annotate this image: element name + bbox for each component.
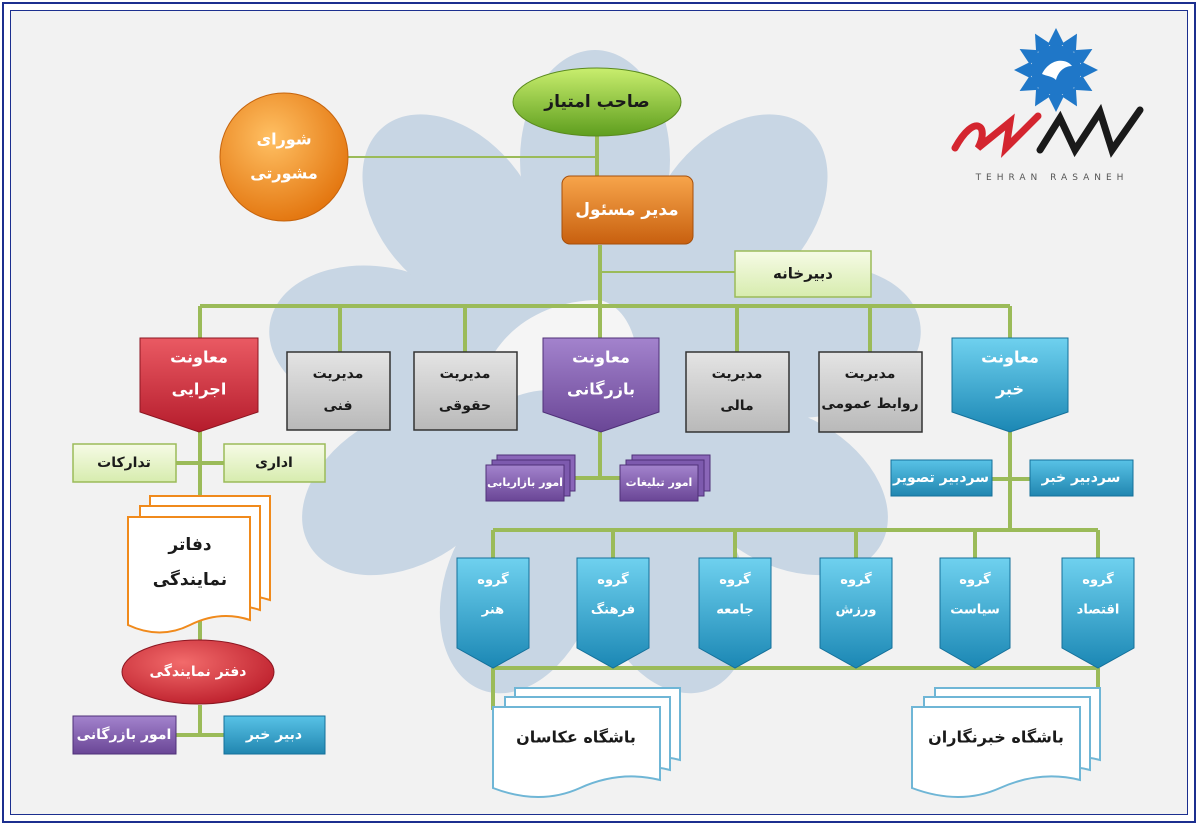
legal-line2: حقوقی bbox=[439, 398, 491, 414]
group-culture-word: گروه bbox=[597, 572, 629, 588]
marketing-label: امور بازاریابی bbox=[487, 476, 563, 489]
group-art-word: گروه bbox=[477, 572, 509, 588]
admin-label: اداری bbox=[255, 455, 293, 471]
node-secretariat: دبیرخانه bbox=[734, 250, 872, 298]
node-news-editor-small: دبیر خبر bbox=[223, 715, 326, 755]
exec-line1: معاونت bbox=[170, 348, 228, 367]
group-sport-word: گروه bbox=[840, 572, 872, 588]
comm-line2: بازرگانی bbox=[567, 380, 635, 399]
tech-line2: فنی bbox=[323, 398, 352, 414]
group-society-name: جامعه bbox=[716, 603, 754, 618]
commerce-affairs-label: امور بازرگانی bbox=[77, 726, 172, 743]
photo-chief-label: سردبیر تصویر bbox=[892, 470, 989, 486]
node-owner: صاحب امتیاز bbox=[512, 67, 682, 137]
rep-office-label: دفتر نمایندگی bbox=[150, 663, 247, 680]
advertising-label: امور تبلیغات bbox=[626, 476, 693, 489]
node-news-chief: سردبیر خبر bbox=[1029, 459, 1134, 497]
news-line2: خبر bbox=[995, 380, 1024, 399]
node-advertising: امور تبلیغات bbox=[619, 454, 711, 502]
secretariat-label: دبیرخانه bbox=[773, 265, 833, 283]
node-advisory-council: شورای مشورتی bbox=[219, 92, 349, 222]
node-commerce-deputy: معاونت بازرگانی bbox=[542, 337, 660, 433]
group-sport: گروه ورزش bbox=[819, 557, 893, 669]
pr-line2: روابط عمومی bbox=[821, 396, 918, 412]
node-reporters-club: باشگاه خبرنگاران bbox=[911, 687, 1101, 798]
group-art: گروه هنر bbox=[456, 557, 530, 669]
node-director: مدیر مسئول bbox=[561, 175, 694, 245]
pr-line1: مدیریت bbox=[845, 366, 896, 382]
node-exec-deputy: معاونت اجرایی bbox=[139, 337, 259, 433]
group-politics-name: سیاست bbox=[950, 603, 1000, 618]
node-financial-management: مدیریت مالی bbox=[685, 351, 790, 433]
procurement-label: تدارکات bbox=[97, 455, 151, 471]
director-label: مدیر مسئول bbox=[575, 200, 678, 220]
advisory-line1: شورای bbox=[256, 130, 311, 149]
advisory-line2: مشورتی bbox=[250, 164, 318, 183]
logo-subtitle: TEHRAN RASANEH bbox=[975, 173, 1129, 183]
news-chief-label: سردبیر خبر bbox=[1041, 470, 1121, 486]
exec-line2: اجرایی bbox=[172, 380, 227, 399]
legal-line1: مدیریت bbox=[440, 366, 491, 382]
fin-line2: مالی bbox=[720, 398, 753, 414]
owner-label: صاحب امتیاز bbox=[543, 92, 649, 112]
group-culture-name: فرهنگ bbox=[591, 602, 635, 618]
reporters-club-label: باشگاه خبرنگاران bbox=[928, 728, 1064, 747]
node-legal-management: مدیریت حقوقی bbox=[413, 351, 518, 431]
group-economy-name: اقتصاد bbox=[1077, 603, 1120, 618]
node-marketing: امور بازاریابی bbox=[485, 454, 576, 502]
logo-bird-icon bbox=[1014, 28, 1098, 112]
group-politics-word: گروه bbox=[959, 572, 991, 588]
offices-line1: دفاتر bbox=[167, 535, 211, 555]
node-photo-chief: سردبیر تصویر bbox=[890, 459, 993, 497]
node-procurement: تدارکات bbox=[72, 443, 177, 483]
fin-line1: مدیریت bbox=[712, 366, 763, 382]
news-editor-small-label: دبیر خبر bbox=[245, 727, 302, 743]
node-rep-offices: دفاتر نمایندگی bbox=[127, 495, 271, 634]
news-line1: معاونت bbox=[981, 348, 1039, 367]
node-commerce-affairs: امور بازرگانی bbox=[72, 715, 177, 755]
comm-line1: معاونت bbox=[572, 348, 630, 367]
group-economy-word: گروه bbox=[1082, 572, 1114, 588]
group-society-word: گروه bbox=[719, 572, 751, 588]
node-pr-management: مدیریت روابط عمومی bbox=[818, 351, 923, 433]
group-politics: گروه سیاست bbox=[939, 557, 1011, 669]
logo: TEHRAN RASANEH bbox=[951, 28, 1144, 183]
group-sport-name: ورزش bbox=[836, 603, 877, 618]
node-rep-office: دفتر نمایندگی bbox=[121, 639, 275, 705]
connectors bbox=[175, 128, 1100, 737]
group-art-name: هنر bbox=[481, 603, 504, 618]
logo-wordmark bbox=[951, 103, 1144, 159]
node-tech-management: مدیریت فنی bbox=[286, 351, 391, 431]
node-photographers-club: باشگاه عکاسان bbox=[492, 687, 681, 798]
photographers-club-label: باشگاه عکاسان bbox=[516, 728, 636, 747]
tech-line1: مدیریت bbox=[313, 366, 364, 382]
group-society: گروه جامعه bbox=[698, 557, 772, 669]
offices-line2: نمایندگی bbox=[153, 569, 227, 590]
node-news-deputy: معاونت خبر bbox=[951, 337, 1069, 433]
group-culture: گروه فرهنگ bbox=[576, 557, 650, 669]
node-admin: اداری bbox=[223, 443, 326, 483]
group-economy: گروه اقتصاد bbox=[1061, 557, 1135, 669]
